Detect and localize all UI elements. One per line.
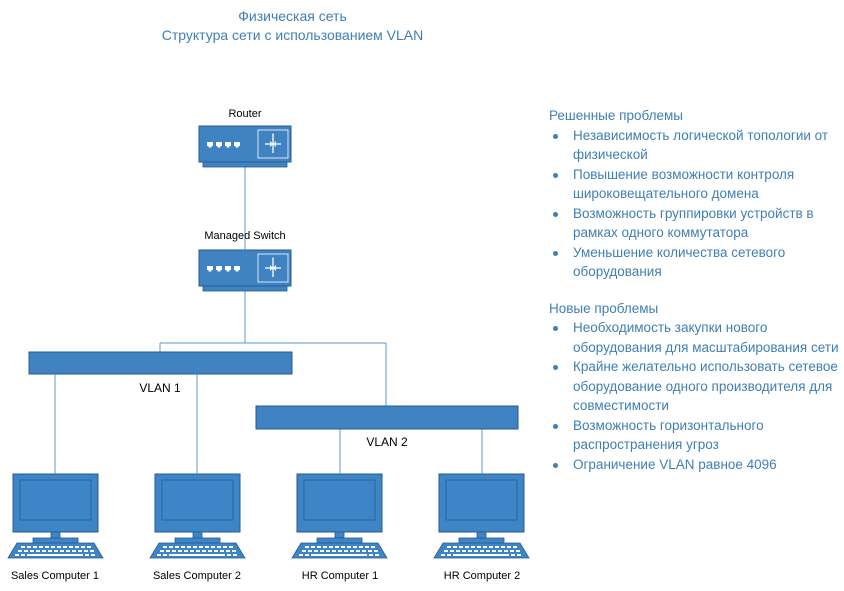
vlan1-label: VLAN 1 [139,381,181,395]
router-icon [198,125,292,168]
list-item: Возможность группировки устройств в рамк… [549,204,844,243]
diagram-title: Физическая сеть [238,8,347,24]
list-item: Независимость логической топологии от фи… [549,126,844,165]
sales-computer-1-icon [7,473,104,559]
vlan1-segment [28,351,293,375]
list-item: Уменьшение количества сетевого оборудова… [549,243,844,282]
new-problems-heading: Новые проблемы [549,300,659,316]
sales-computer-2-label: Sales Computer 2 [153,570,241,582]
hr-computer-1-label: HR Computer 1 [302,570,378,582]
solved-list: Независимость логической топологии от фи… [549,126,844,282]
list-item: Повышение возможности контроля широковещ… [549,165,844,204]
notes-panel: Решенные проблемы Независимость логическ… [549,106,844,474]
switch-icon [198,249,292,292]
list-item: Ограничение VLAN равное 4096 [549,455,844,475]
list-item: Возможность горизонтального распростране… [549,416,844,455]
hr-computer-2-icon [433,473,530,559]
switch-label: Managed Switch [204,230,285,242]
hr-computer-1-icon [291,473,388,559]
connection-lines [54,166,483,474]
router-label: Router [228,108,261,120]
vlan2-segment [255,405,519,430]
hr-computer-2-label: HR Computer 2 [444,570,520,582]
sales-computer-2-icon [149,473,246,559]
sales-computer-1-label: Sales Computer 1 [11,570,99,582]
new-problems-list: Необходимость закупки нового оборудовани… [549,318,844,474]
diagram-subtitle: Структура сети с использованием VLAN [161,27,424,43]
solved-heading: Решенные проблемы [549,108,683,123]
list-item: Крайне желательно использовать сетевое о… [549,357,844,416]
list-item: Необходимость закупки нового оборудовани… [549,318,844,357]
vlan2-label: VLAN 2 [366,435,408,449]
